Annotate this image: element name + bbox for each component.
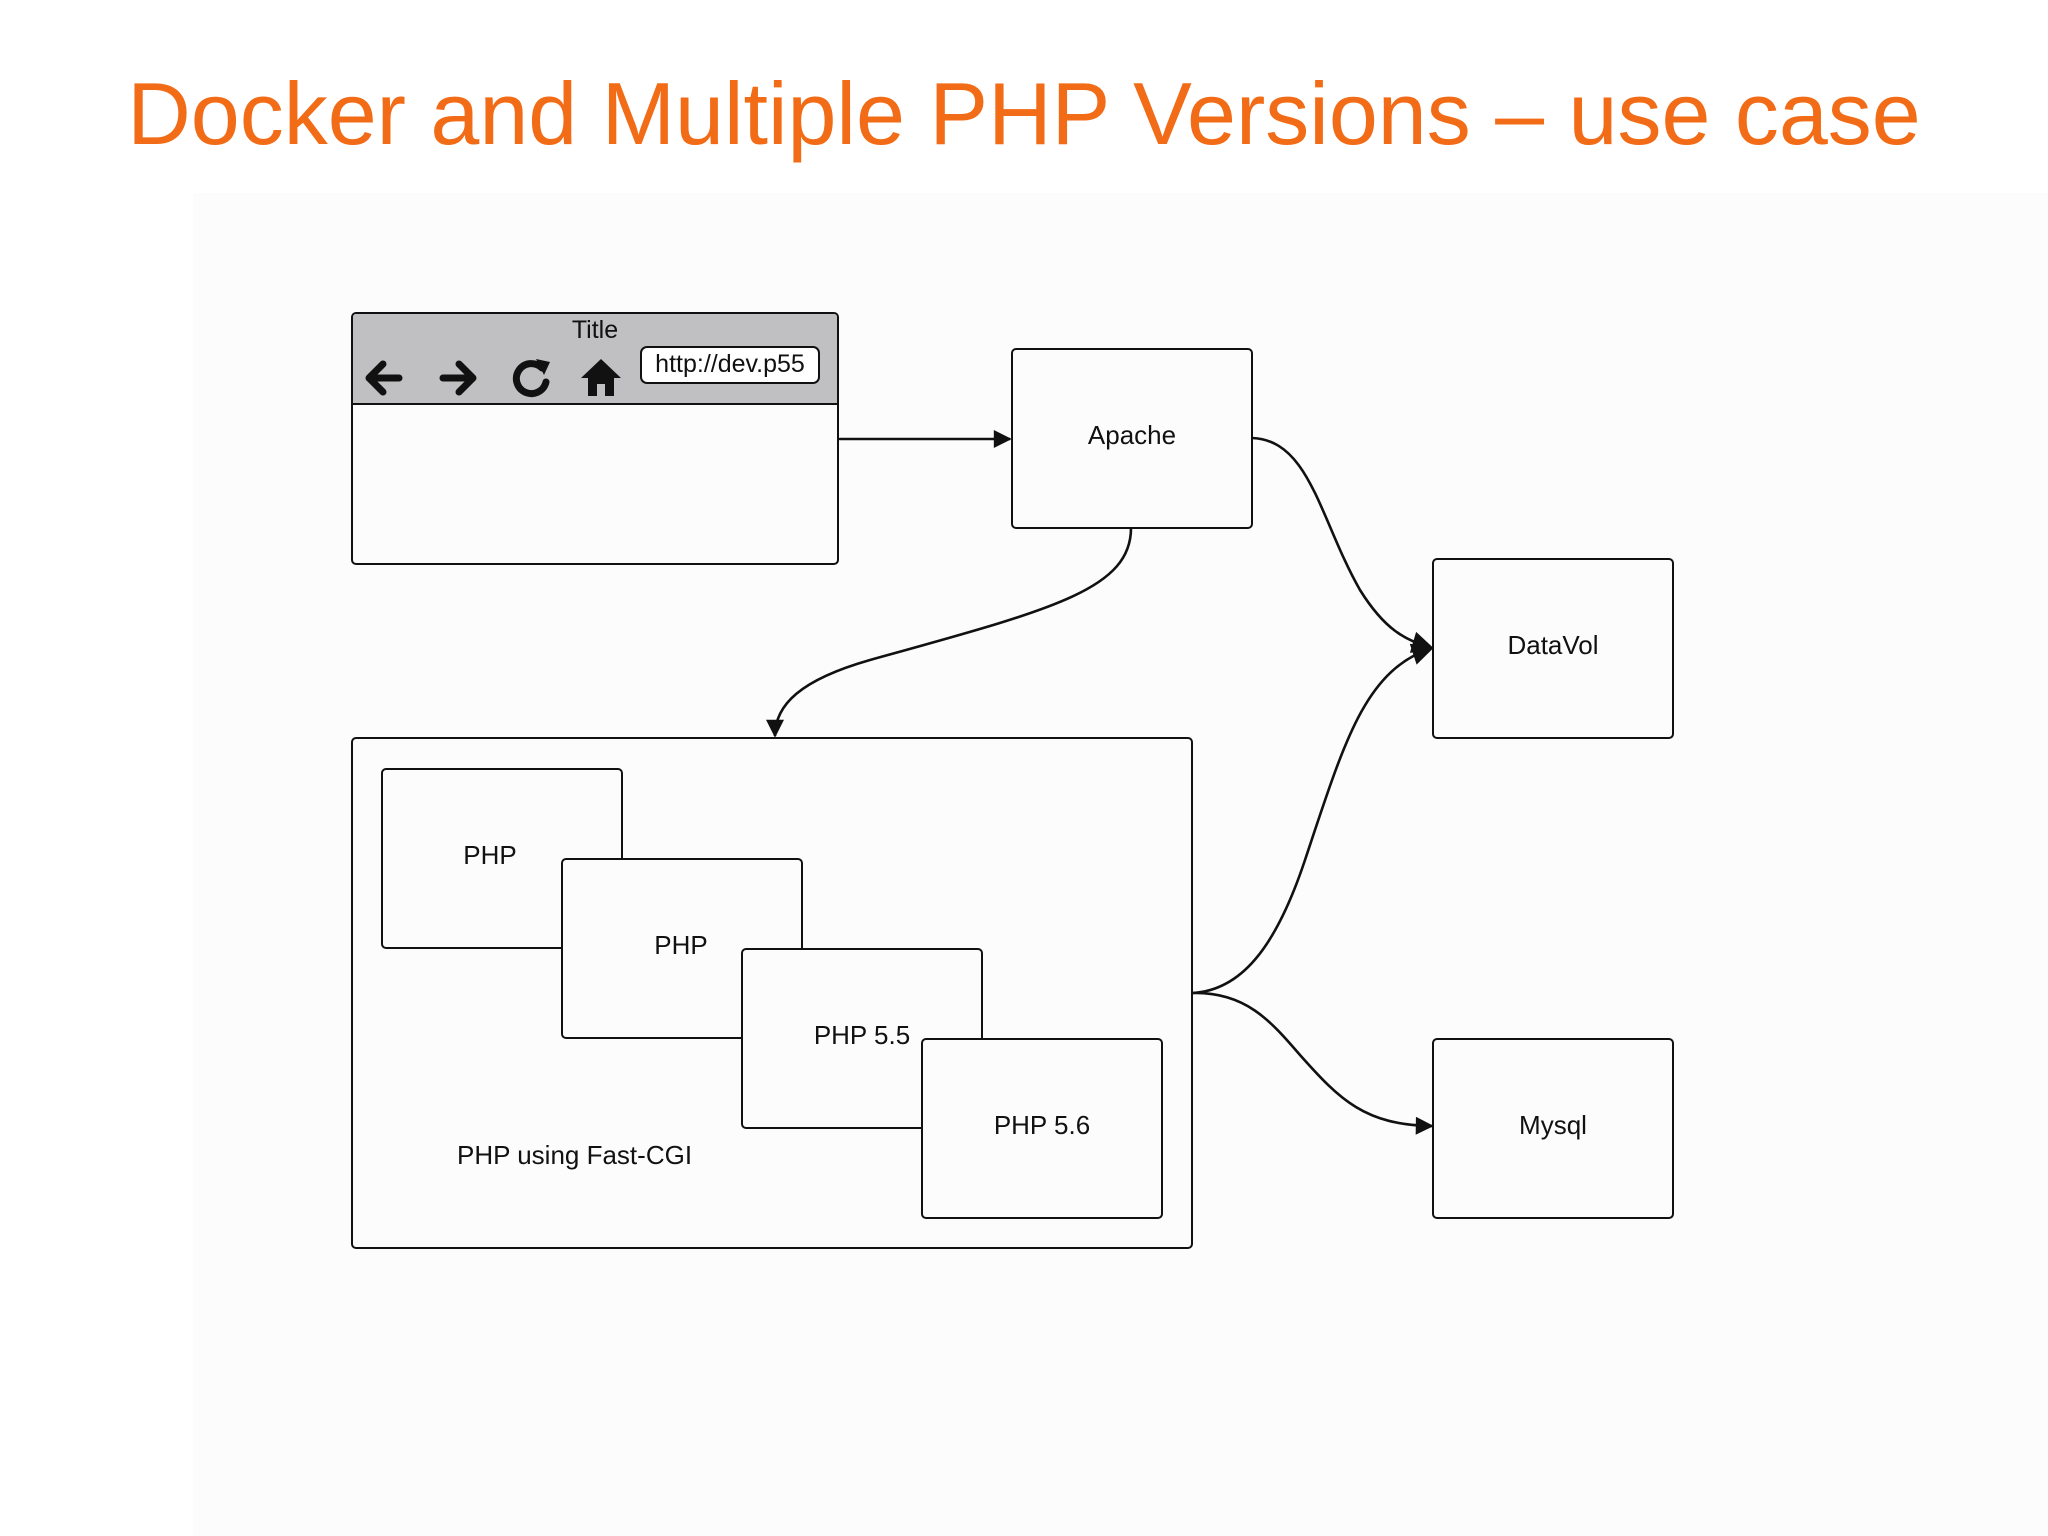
forward-arrow-icon[interactable]	[435, 354, 483, 402]
back-arrow-icon[interactable]	[359, 354, 407, 402]
browser-title: Title	[571, 316, 619, 344]
php-group-label: PHP using Fast-CGI	[457, 1140, 693, 1170]
php-version-label: PHP 5.5	[813, 1020, 911, 1050]
php-version-label: PHP	[654, 930, 708, 960]
edge-apache-datavol	[1251, 436, 1435, 653]
browser-window: Title http://dev.p55	[351, 312, 839, 565]
php-version-box: PHP 5.6	[921, 1038, 1163, 1219]
browser-toolbar: Title http://dev.p55	[353, 314, 837, 405]
edge-apache-php-group	[766, 527, 1133, 738]
php-version-label: PHP 5.6	[993, 1110, 1091, 1140]
apache-label: Apache	[1087, 420, 1177, 450]
mysql-node: Mysql	[1432, 1038, 1674, 1219]
edge-php-group-datavol	[1192, 643, 1435, 995]
mysql-label: Mysql	[1519, 1110, 1587, 1140]
slide-title: Docker and Multiple PHP Versions – use c…	[127, 64, 1921, 163]
home-icon[interactable]	[577, 354, 625, 402]
url-field[interactable]: http://dev.p55	[640, 346, 820, 384]
datavol-label: DataVol	[1507, 630, 1599, 660]
edge-php-group-mysql	[1192, 991, 1434, 1135]
datavol-node: DataVol	[1432, 558, 1674, 739]
reload-icon[interactable]	[508, 354, 556, 402]
apache-node: Apache	[1011, 348, 1253, 529]
php-version-label: PHP	[463, 840, 517, 870]
